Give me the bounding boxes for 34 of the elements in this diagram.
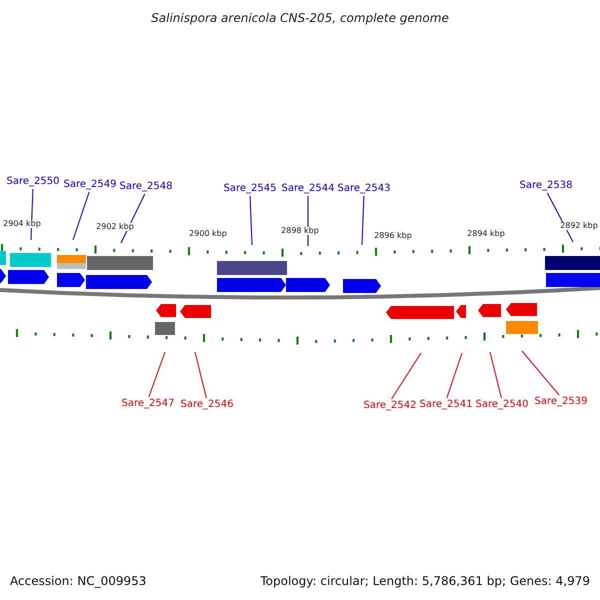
leader-line xyxy=(391,352,422,400)
genome-summary: Topology: circular; Length: 5,786,361 bp; Genes: 4,979 xyxy=(260,575,590,587)
gene-label: Sare_2548 xyxy=(120,182,172,192)
gene-label: Sare_2544 xyxy=(282,184,334,194)
gene-label: Sare_2539 xyxy=(534,397,588,407)
gene-label: Sare_2541 xyxy=(420,400,472,410)
scale-label: 2902 kbp xyxy=(96,223,134,231)
leader-line xyxy=(362,196,364,246)
scale-label: 2896 kbp xyxy=(374,232,412,240)
leader-line xyxy=(148,352,166,398)
gene-label: Sare_2550 xyxy=(6,177,60,187)
scale-label: 2898 kbp xyxy=(281,227,319,235)
leader-line xyxy=(250,196,252,246)
leader-line xyxy=(446,352,462,398)
scale-label: 2904 kbp xyxy=(3,220,41,228)
scale-label: 2894 kbp xyxy=(467,230,505,238)
scale-label: 2900 kbp xyxy=(189,230,227,238)
leader-line xyxy=(490,352,502,398)
gene-label: Sare_2538 xyxy=(520,181,572,191)
leader-line xyxy=(72,192,90,240)
gene-label: Sare_2547 xyxy=(122,399,174,409)
leader-line xyxy=(522,350,560,396)
leader-line xyxy=(546,192,574,242)
gene-label: Sare_2543 xyxy=(338,184,390,194)
leader-line xyxy=(120,194,146,244)
accession-note: Accession: NC_009953 xyxy=(10,575,146,587)
gene-label: Sare_2545 xyxy=(224,184,276,194)
gene-label: Sare_2542 xyxy=(364,401,416,411)
gene-label: Sare_2540 xyxy=(476,400,528,410)
gene-label: Sare_2549 xyxy=(64,180,116,190)
scale-label: 2892 kbp xyxy=(560,222,598,230)
title: Salinispora arenicola CNS-205, complete genome xyxy=(151,12,449,24)
leader-line xyxy=(194,352,207,398)
gene-label: Sare_2546 xyxy=(180,400,234,410)
